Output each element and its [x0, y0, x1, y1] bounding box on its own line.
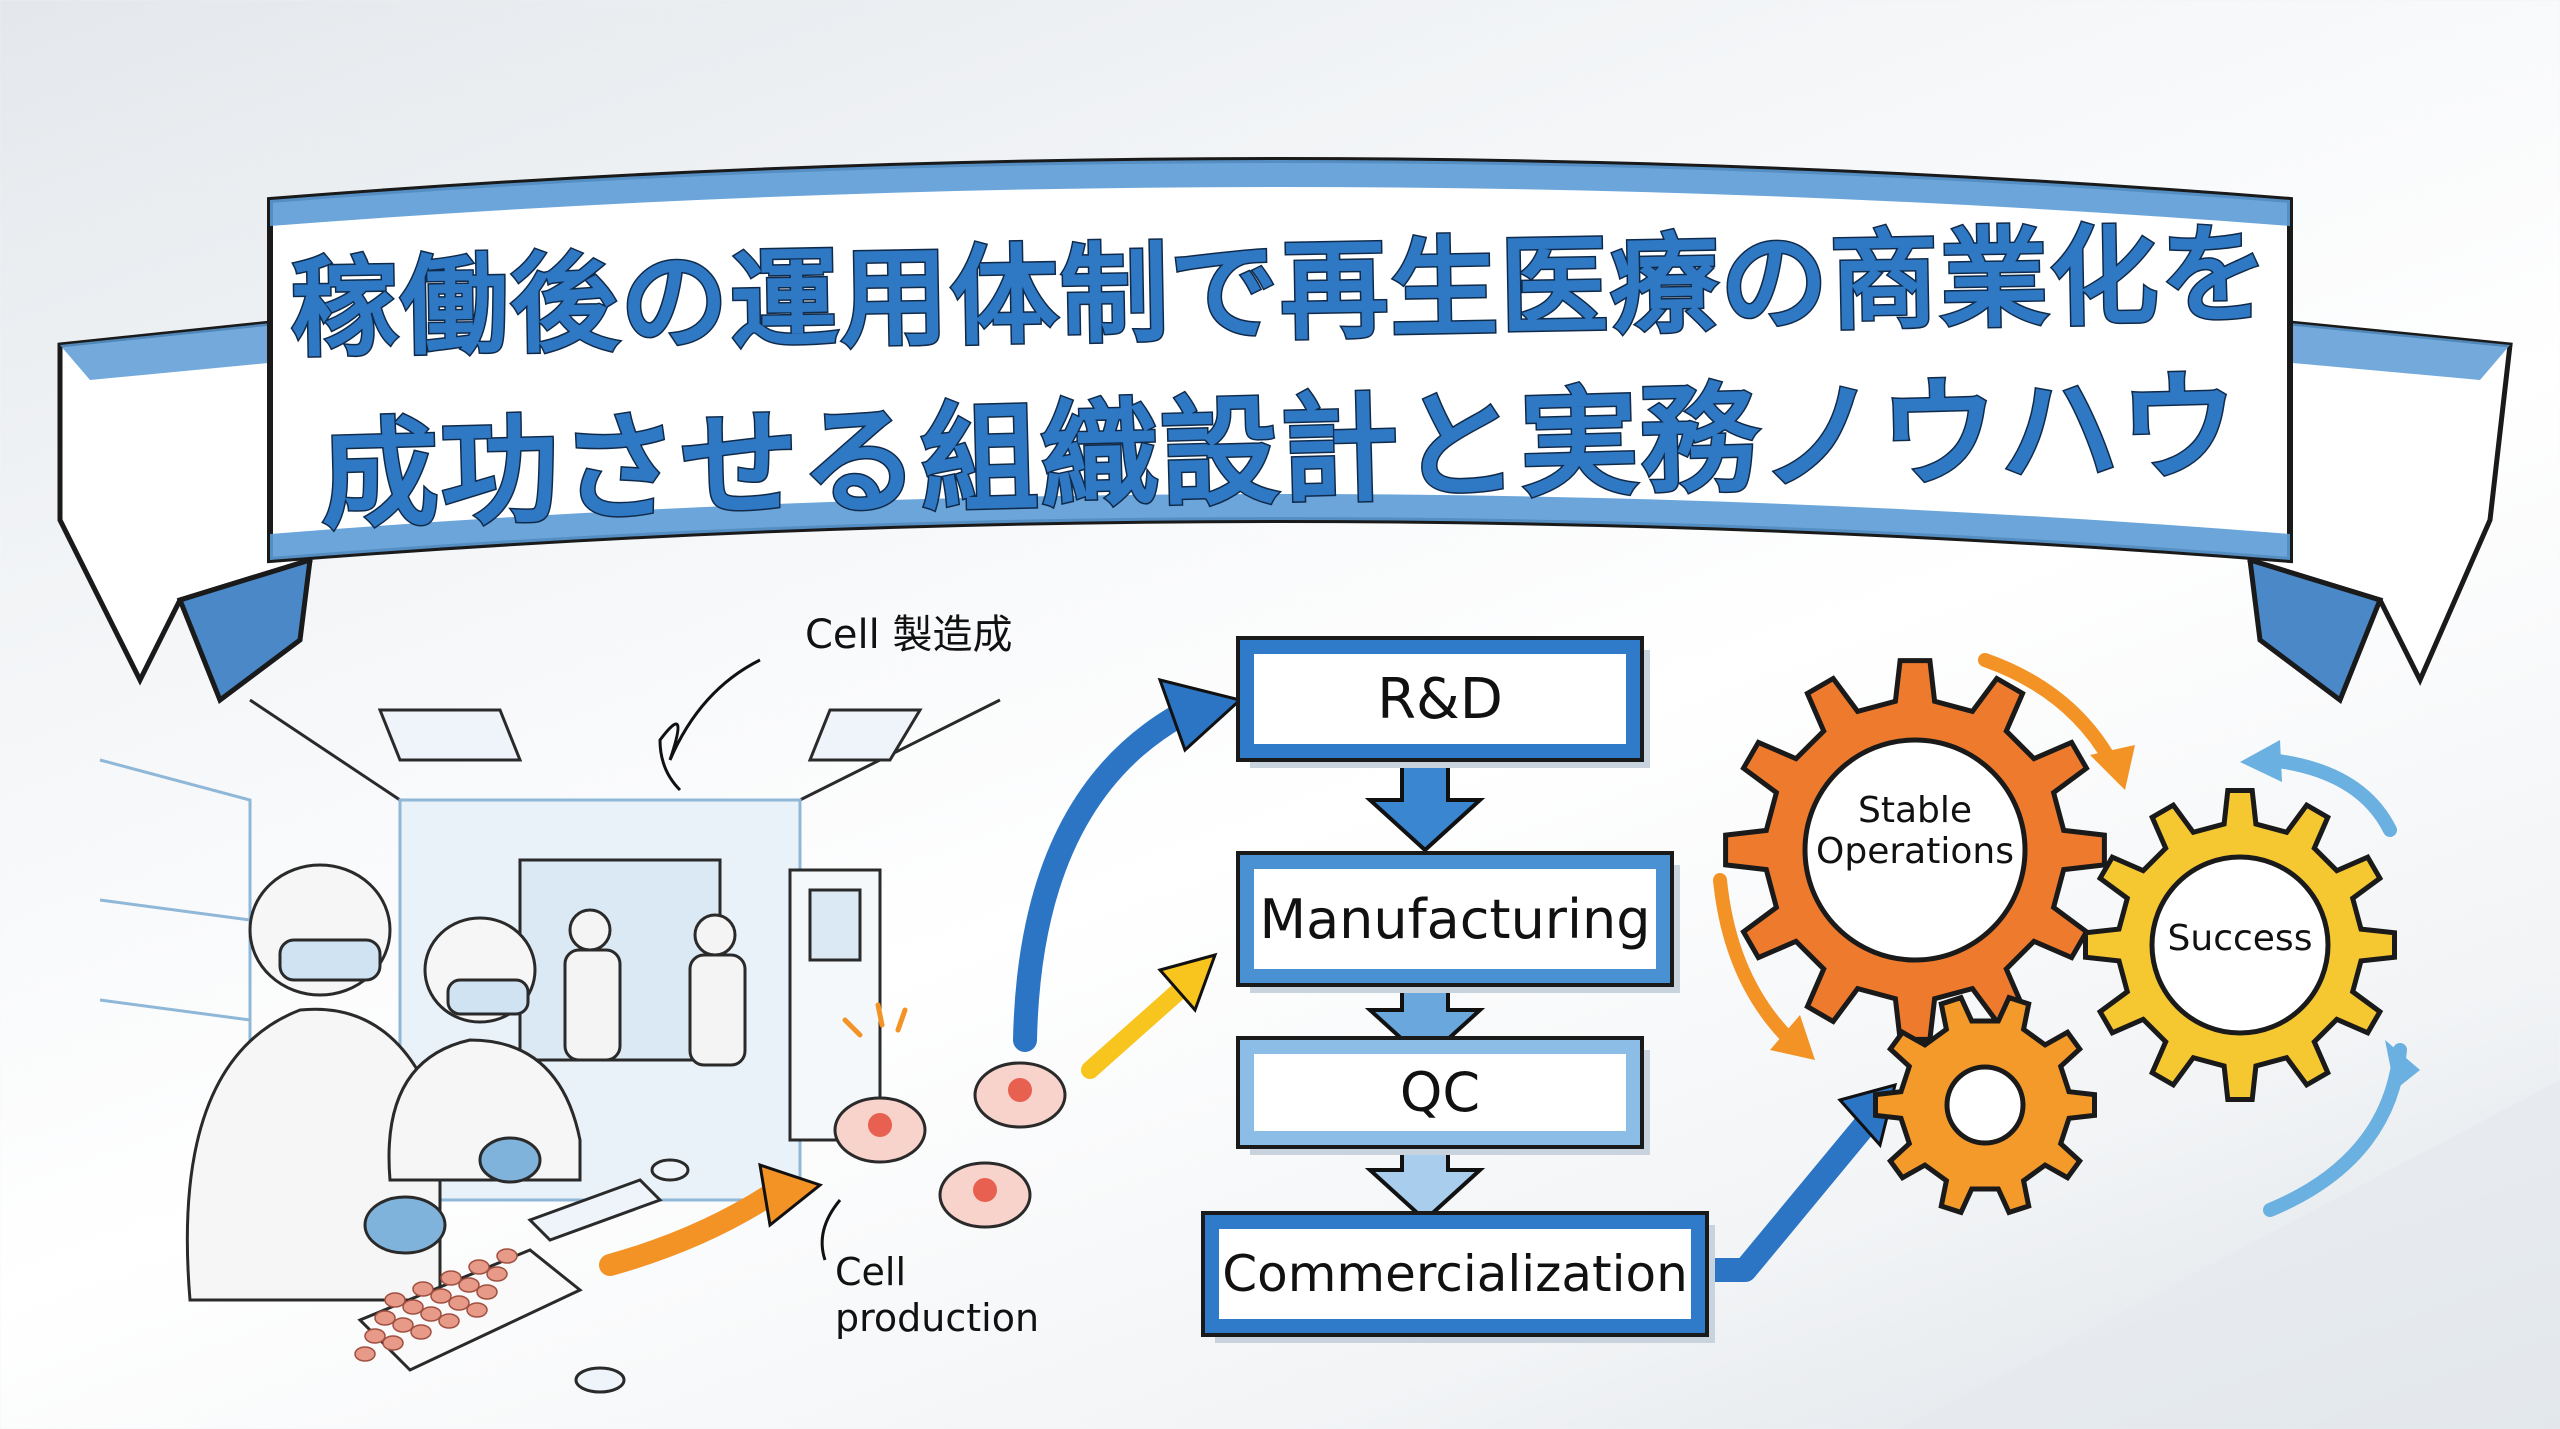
flow-step-label: Manufacturing: [1259, 887, 1651, 951]
gear-stable-operations-hub: [1802, 737, 2028, 963]
well: [476, 1284, 498, 1300]
well: [384, 1292, 406, 1308]
callout-pointer-top: [658, 658, 761, 792]
well: [412, 1281, 434, 1297]
well: [392, 1317, 414, 1333]
well: [402, 1299, 424, 1315]
down-arrow: [1364, 978, 1486, 1063]
sparkle-marks: [842, 1002, 908, 1038]
well: [420, 1306, 442, 1322]
cycle-arrow-blue-top: [2263, 753, 2397, 837]
well: [438, 1313, 460, 1329]
callout-cell-production-line1: Cell: [835, 1250, 907, 1294]
flow-step-label: R&D: [1377, 666, 1503, 732]
callout-cell-production-line2: production: [835, 1295, 1040, 1340]
gear-label-line1: Stable: [1857, 790, 1973, 831]
gear-small: [1873, 994, 2097, 1216]
callout-cell-manufacturing: Cell 製造成: [805, 612, 1013, 658]
banner-ribbon-left-tail: [57, 317, 313, 704]
arrow-blue-arc-head: [1157, 677, 1244, 753]
arrow-orange: [599, 1184, 781, 1276]
flow-step-label: QC: [1399, 1061, 1481, 1124]
banner-ribbon-right-tail: [2247, 317, 2513, 704]
well: [466, 1302, 488, 1318]
gear-success: [2083, 788, 2397, 1102]
arrow-yellow-head: [1157, 952, 1218, 1013]
callout-pointer-bottom: [820, 1199, 842, 1261]
gear-label-stable-operations: Stable Operations: [1810, 790, 2020, 873]
gear-small-hub: [1944, 1064, 2026, 1146]
well-plate: [354, 1248, 518, 1362]
well: [496, 1248, 518, 1264]
well: [448, 1295, 470, 1311]
gears: [1723, 658, 2397, 1216]
well: [440, 1270, 462, 1286]
well: [354, 1346, 376, 1362]
flow-step-label: Commercialization: [1222, 1245, 1688, 1303]
flow-step-manufacturing: Manufacturing: [1236, 851, 1674, 987]
gear-stable-operations: [1723, 658, 2107, 1042]
down-arrow: [1364, 750, 1486, 853]
well: [468, 1259, 490, 1275]
well: [458, 1277, 480, 1293]
well: [374, 1310, 396, 1326]
banner-ribbon: [267, 157, 2293, 564]
flow-down-arrows: [1364, 750, 1486, 1223]
cycle-arrow-orange-top: [1978, 653, 2117, 767]
flow-step-commercialization: Commercialization: [1201, 1211, 1709, 1337]
well: [410, 1324, 432, 1340]
arrow-blue-arc: [1013, 703, 1192, 1052]
down-arrow: [1364, 1138, 1486, 1223]
callout-cell-production: Cell production: [835, 1250, 1039, 1341]
well: [364, 1328, 386, 1344]
gear-success-hub: [2149, 854, 2331, 1036]
cycle-arrow-orange-left: [1713, 873, 1797, 1047]
well: [486, 1266, 508, 1282]
well: [382, 1335, 404, 1351]
gear-label-line2: Operations: [1816, 831, 2014, 873]
cleanroom-illustration: [99, 698, 1001, 1394]
flow-step-rnd: R&D: [1236, 636, 1644, 762]
arrow-orange-head: [758, 1162, 824, 1228]
arrow-blue-up: [1700, 1117, 1875, 1282]
petri-dishes: [833, 1061, 1067, 1229]
arrow-yellow: [1081, 981, 1189, 1079]
gear-label-success: Success: [2167, 918, 2313, 959]
flow-step-qc: QC: [1236, 1036, 1644, 1149]
background-wash: [1900, 1080, 2560, 1429]
well: [430, 1288, 452, 1304]
